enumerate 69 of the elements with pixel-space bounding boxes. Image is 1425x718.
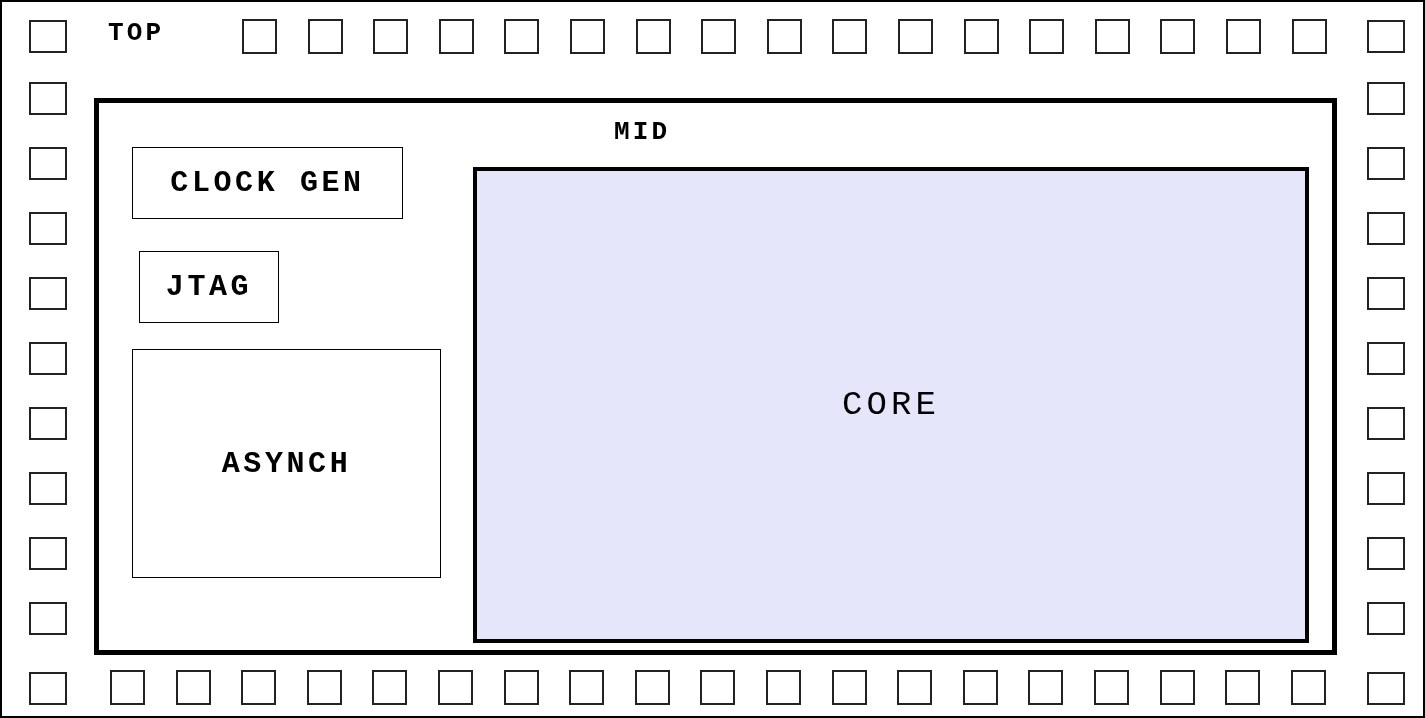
pad-box [29,147,67,180]
block-label: CORE [842,388,940,422]
pad-box [1367,147,1405,180]
pad-box [1367,342,1405,375]
pad-box [963,19,999,54]
pad-box [503,670,539,705]
pad-box [241,670,277,705]
block-box [132,349,441,578]
pad-box [1367,407,1405,440]
block-label: TOP [108,20,165,46]
pad-box [962,670,998,705]
pad-box [1367,277,1405,310]
pad-box [1367,537,1405,570]
pad-box [29,472,67,505]
pad-box [634,670,670,705]
pad-box [1160,19,1196,54]
block-label: MID [614,119,671,145]
pad-box [1367,212,1405,245]
core-block [473,167,1309,643]
pad-box [372,670,408,705]
pad-box [898,19,933,54]
pad-box [1367,472,1405,505]
block-label: ASYNCH [221,448,352,479]
pad-box [29,602,67,635]
pad-box [29,342,67,375]
pad-box [1226,19,1261,54]
pad-box [29,20,67,53]
pad-box [831,670,867,705]
pad-box [29,212,67,245]
block-outline [94,98,1337,655]
pad-box [1225,670,1261,705]
pad-box [1290,670,1326,705]
pad-box [438,670,473,705]
pad-box [897,670,933,705]
pad-box [1094,670,1129,705]
pad-box [1291,19,1327,54]
pad-box [110,670,145,705]
pad-box [29,277,67,310]
pad-box [29,407,67,440]
block-box [139,251,279,323]
block-box [132,147,403,219]
pad-box [570,19,605,54]
block-label: JTAG [165,272,253,302]
pad-box [29,82,67,115]
pad-box [1159,670,1195,705]
block-label: CLOCK GEN [170,168,365,198]
pad-box [1028,670,1064,705]
pad-box [1094,19,1130,54]
pad-box [1367,20,1405,53]
pad-box [29,537,67,570]
pad-box [700,670,736,705]
pad-box [635,19,671,54]
pad-box [1367,672,1405,705]
pad-box [175,670,211,705]
pad-box [1367,602,1405,635]
pad-box [242,19,277,54]
pad-box [306,670,342,705]
pad-box [1367,82,1405,115]
pad-box [766,19,802,54]
pad-box [832,19,868,54]
pad-box [29,672,67,705]
pad-box [569,670,605,705]
pad-box [766,670,801,705]
pad-box [504,19,540,54]
pad-box [1029,19,1065,54]
pad-box [701,19,737,54]
pad-box [307,19,343,54]
pad-box [373,19,409,54]
pad-box [438,19,474,54]
